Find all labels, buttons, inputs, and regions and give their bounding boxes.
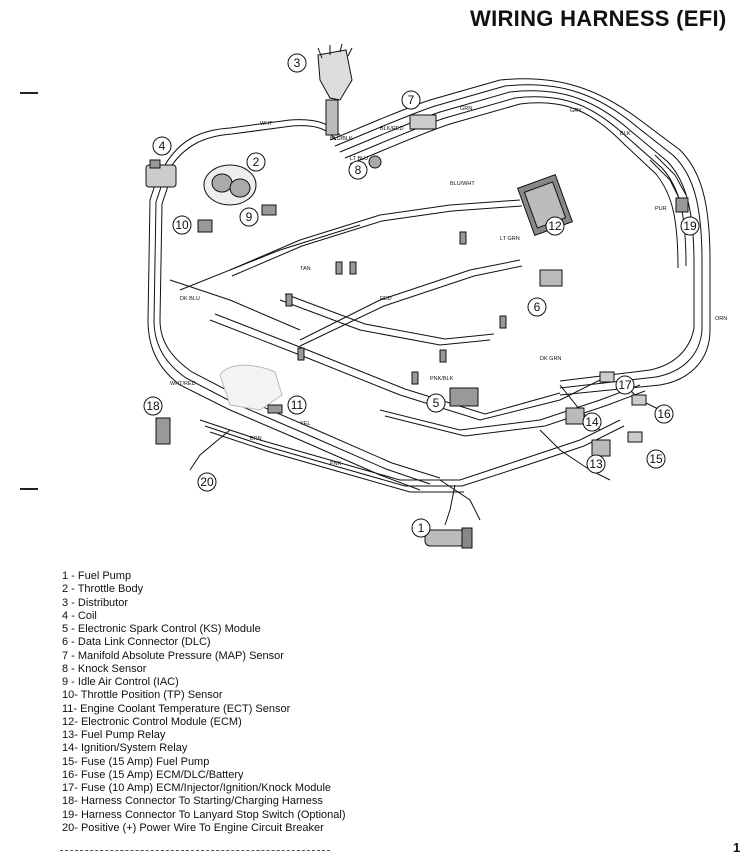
margin-mark-top [20, 92, 38, 94]
callout-13: 13 [589, 457, 603, 471]
callout-18: 18 [146, 399, 160, 413]
callout-7: 7 [408, 93, 415, 107]
callout-2: 2 [253, 155, 260, 169]
callout-4: 4 [159, 139, 166, 153]
wire-label: TAN [300, 266, 311, 272]
wire-label: BLK/RED [380, 126, 404, 132]
wire-label: BLK [620, 131, 631, 137]
callout-20: 20 [200, 475, 214, 489]
callout-5: 5 [433, 396, 440, 410]
legend-item: 1 - Fuel Pump [62, 570, 132, 582]
throttle-body-component [203, 164, 257, 206]
map-sensor-component [409, 114, 437, 130]
legend-item: 7 - Manifold Absolute Pressure (MAP) Sen… [62, 649, 284, 662]
wire-label: RED [380, 296, 392, 302]
fuel-pump-relay-component [591, 439, 611, 457]
wire-label: BRN [250, 436, 262, 442]
legend-item: 8 - Knock Sensor [62, 662, 147, 675]
callout-16: 16 [657, 407, 671, 421]
wire-label: GRN [460, 106, 472, 112]
legend-item: 15- Fuse (15 Amp) Fuel Pump [62, 755, 210, 768]
legend-item: 13- Fuel Pump Relay [62, 729, 166, 741]
legend-item: 2 - Throttle Body [62, 583, 144, 596]
ks-module-component [449, 387, 479, 407]
callout-15: 15 [649, 452, 663, 466]
wire-label: PUR [655, 206, 667, 212]
legend-item: 10- Throttle Position (TP) Sensor [62, 689, 223, 702]
wire-label: LT BLU [350, 156, 368, 162]
callout-10: 10 [175, 218, 189, 232]
callout-8: 8 [355, 163, 362, 177]
knock-sensor-component [368, 155, 382, 169]
callout-12: 12 [548, 219, 562, 233]
wire-label: PNK [330, 461, 342, 467]
page-number: 1 [733, 840, 741, 855]
wire-label: LT GRN [500, 236, 520, 242]
wire-label: GRY [570, 108, 582, 114]
wire-label: PNK/BLK [430, 376, 454, 382]
ignition-relay-component [565, 407, 585, 425]
callout-9: 9 [246, 210, 253, 224]
footer-rule [60, 850, 330, 852]
callout-6: 6 [534, 300, 541, 314]
legend-item: 5 - Electronic Spark Control (KS) Module [62, 623, 261, 635]
fuse-17-component [599, 371, 615, 383]
coil-component [145, 159, 177, 188]
callout-1: 1 [418, 521, 425, 535]
legend-item: 11- Engine Coolant Temperature (ECT) Sen… [62, 702, 291, 715]
lanyard-connector-component [675, 197, 689, 213]
distributor-component [317, 43, 353, 136]
fuel-pump-component [424, 527, 473, 549]
margin-mark-bottom [20, 488, 38, 490]
legend-item: 3 - Distributor [62, 596, 129, 609]
wire-label: DK GRN [540, 356, 561, 362]
legend-item: 6 - Data Link Connector (DLC) [62, 636, 211, 649]
legend-item: 16- Fuse (15 Amp) ECM/DLC/Battery [62, 768, 244, 781]
legend-item: 17- Fuse (10 Amp) ECM/Injector/Ignition/… [62, 782, 332, 794]
callout-17: 17 [618, 378, 632, 392]
callout-19: 19 [683, 219, 697, 233]
legend-item: 18- Harness Connector To Starting/Chargi… [62, 795, 323, 808]
ect-sensor-component [267, 404, 283, 414]
wire-label: ORN [715, 316, 727, 322]
legend-item: 20- Positive (+) Power Wire To Engine Ci… [62, 821, 324, 834]
harness-connector-18-component [155, 417, 171, 445]
wire-label: DK BLU [180, 296, 200, 302]
legend-item: 9 - Idle Air Control (IAC) [62, 676, 179, 688]
wire-label: BLU/WHT [450, 181, 475, 187]
legend-item: 14- Ignition/System Relay [62, 742, 188, 755]
callout-3: 3 [294, 56, 301, 70]
wire-label: WHT [260, 121, 273, 127]
callout-14: 14 [585, 415, 599, 429]
fuse-16-component [631, 394, 647, 406]
wire-label: BLU/BLK [330, 136, 353, 142]
wire-label: WHT/RED [170, 381, 196, 387]
callout-11: 11 [291, 398, 304, 412]
iac-component [261, 204, 277, 216]
dlc-component [539, 269, 563, 287]
page-title: WIRING HARNESS (EFI) [470, 6, 727, 31]
legend-list: 1 - Fuel Pump 2 - Throttle Body 3 - Dist… [62, 570, 346, 835]
legend-item: 19- Harness Connector To Lanyard Stop Sw… [62, 808, 346, 821]
legend-item: 4 - Coil [62, 609, 97, 622]
wire-label: YEL [300, 421, 310, 427]
wiring-diagram: WHT TAN GRY BLK DK BLU LT BLU BLU/WHT BL… [143, 43, 727, 549]
legend-item: 12- Electronic Control Module (ECM) [62, 715, 242, 728]
tp-sensor-component [197, 219, 213, 233]
fuse-15-component [627, 431, 643, 443]
